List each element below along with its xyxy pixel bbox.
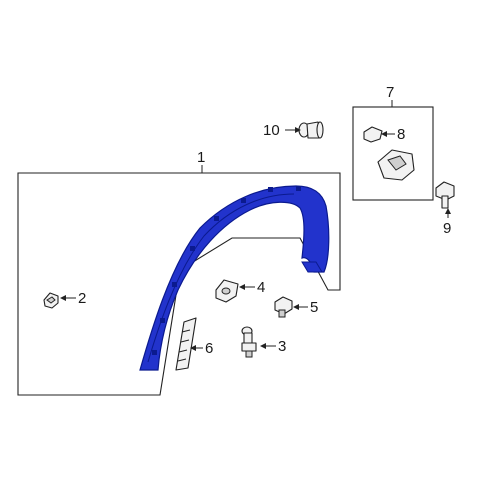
arrowhead-6 (190, 345, 196, 351)
arrowhead-3 (260, 343, 266, 349)
callout-5: 5 (310, 299, 318, 316)
arrowhead-9 (445, 208, 451, 214)
callout-8: 8 (397, 126, 405, 143)
callout-9: 9 (443, 220, 451, 237)
bolt-part-9 (435, 181, 455, 209)
fender-flare-end-tab (301, 261, 323, 273)
arrowhead-5 (293, 304, 299, 310)
stud-part-3 (241, 326, 257, 358)
clip-part-8 (363, 126, 383, 143)
retainer-strip-part-6 (175, 317, 197, 371)
rivet-part-10 (298, 121, 324, 139)
arrowhead-2 (60, 295, 66, 301)
callout-1: 1 (197, 149, 205, 166)
callout-3: 3 (278, 338, 286, 355)
arrowhead-8 (381, 131, 387, 137)
bracket-in-kit-7 (377, 149, 415, 181)
arrowhead-10 (295, 127, 301, 133)
fender-flare-clip-studs (152, 186, 301, 355)
callout-4: 4 (257, 279, 265, 296)
nut-part-4 (215, 279, 239, 303)
callout-6: 6 (205, 340, 213, 357)
kit-box-7 (352, 106, 434, 201)
arrowhead-4 (239, 284, 245, 290)
callout-2: 2 (78, 290, 86, 307)
callout-10: 10 (263, 122, 280, 139)
fender-flare (139, 185, 330, 371)
clip-part-2 (43, 292, 59, 309)
screw-part-5 (274, 296, 293, 318)
fender-flare-edge (147, 193, 295, 363)
callout-7: 7 (386, 84, 394, 101)
group-outline-1 (17, 172, 341, 396)
